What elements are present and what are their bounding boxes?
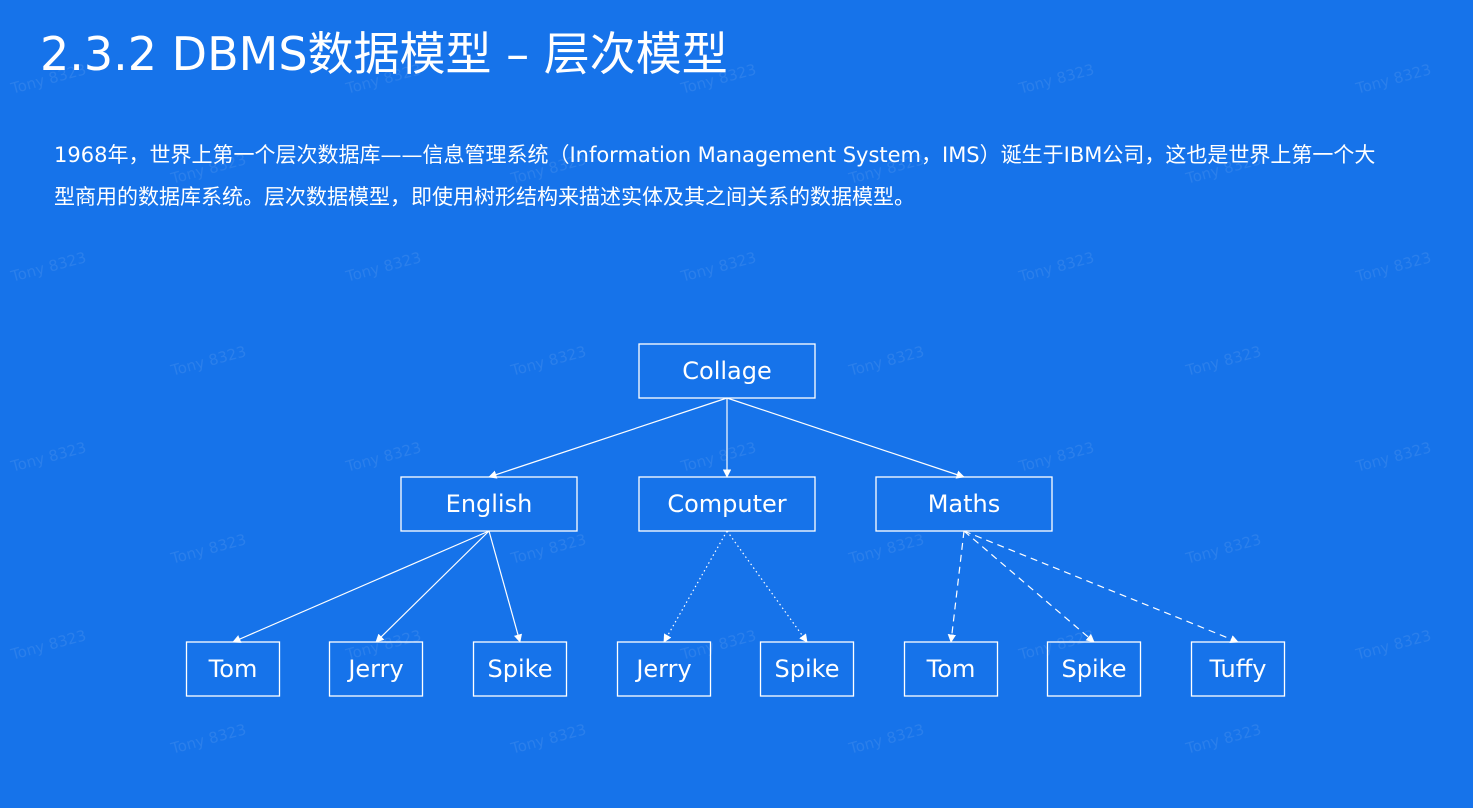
node-english-child-jerry: Jerry xyxy=(328,641,424,697)
node-english-child-tom: Tom xyxy=(185,641,281,697)
edge-computer-to-spike-1 xyxy=(726,530,808,643)
intro-paragraph: 1968年，世界上第一个层次数据库——信息管理系统（Information Ma… xyxy=(54,143,1376,209)
node-english-child-jerry-label: Jerry xyxy=(346,655,403,683)
edge-maths-to-spike-1 xyxy=(963,530,1095,643)
node-english-label: English xyxy=(446,490,533,518)
node-computer: Computer xyxy=(638,476,816,532)
edge-english-to-spike-2 xyxy=(488,530,523,643)
node-computer-box xyxy=(638,476,816,532)
edge-maths-to-tom-0 xyxy=(947,530,965,643)
node-maths-child-spike-label: Spike xyxy=(1062,655,1127,683)
node-english-box xyxy=(400,476,578,532)
node-english-child-spike: Spike xyxy=(472,641,568,697)
node-maths-child-tuffy-box xyxy=(1190,641,1286,697)
node-maths-child-tuffy-label: Tuffy xyxy=(1209,655,1267,683)
node-maths-child-spike: Spike xyxy=(1046,641,1142,697)
node-computer-label: Computer xyxy=(667,490,786,518)
node-maths-child-tom-box xyxy=(903,641,999,697)
node-maths-child-tom: Tom xyxy=(903,641,999,697)
node-english: English xyxy=(400,476,578,532)
edge-root-to-english xyxy=(488,397,728,479)
node-computer-child-spike: Spike xyxy=(759,641,855,697)
node-computer-child-jerry-label: Jerry xyxy=(634,655,691,683)
slide-title: 2.3.2 DBMS数据模型 – 层次模型 xyxy=(40,27,728,81)
node-english-child-spike-label: Spike xyxy=(488,655,553,683)
node-root-collage-box xyxy=(638,343,816,399)
node-english-child-tom-box xyxy=(185,641,281,697)
tree-edges xyxy=(232,397,1239,644)
node-english-child-tom-label: Tom xyxy=(208,655,258,683)
edge-maths-to-tuffy-2 xyxy=(963,530,1239,644)
node-computer-child-spike-box xyxy=(759,641,855,697)
node-english-child-jerry-box xyxy=(328,641,424,697)
edge-english-to-tom-0 xyxy=(232,530,490,643)
node-maths-child-tom-label: Tom xyxy=(926,655,976,683)
edge-root-to-maths xyxy=(726,397,965,479)
node-maths-box xyxy=(875,476,1053,532)
node-root-collage-label: Collage xyxy=(682,357,771,385)
node-maths-child-spike-box xyxy=(1046,641,1142,697)
edge-computer-to-jerry-0 xyxy=(663,530,728,643)
node-maths-label: Maths xyxy=(928,490,1001,518)
node-english-child-spike-box xyxy=(472,641,568,697)
node-computer-child-spike-label: Spike xyxy=(775,655,840,683)
node-maths-child-tuffy: Tuffy xyxy=(1190,641,1286,697)
edge-english-to-jerry-1 xyxy=(375,530,490,643)
node-root-collage: Collage xyxy=(638,343,816,399)
node-maths: Maths xyxy=(875,476,1053,532)
node-computer-child-jerry: Jerry xyxy=(616,641,712,697)
node-computer-child-jerry-box xyxy=(616,641,712,697)
